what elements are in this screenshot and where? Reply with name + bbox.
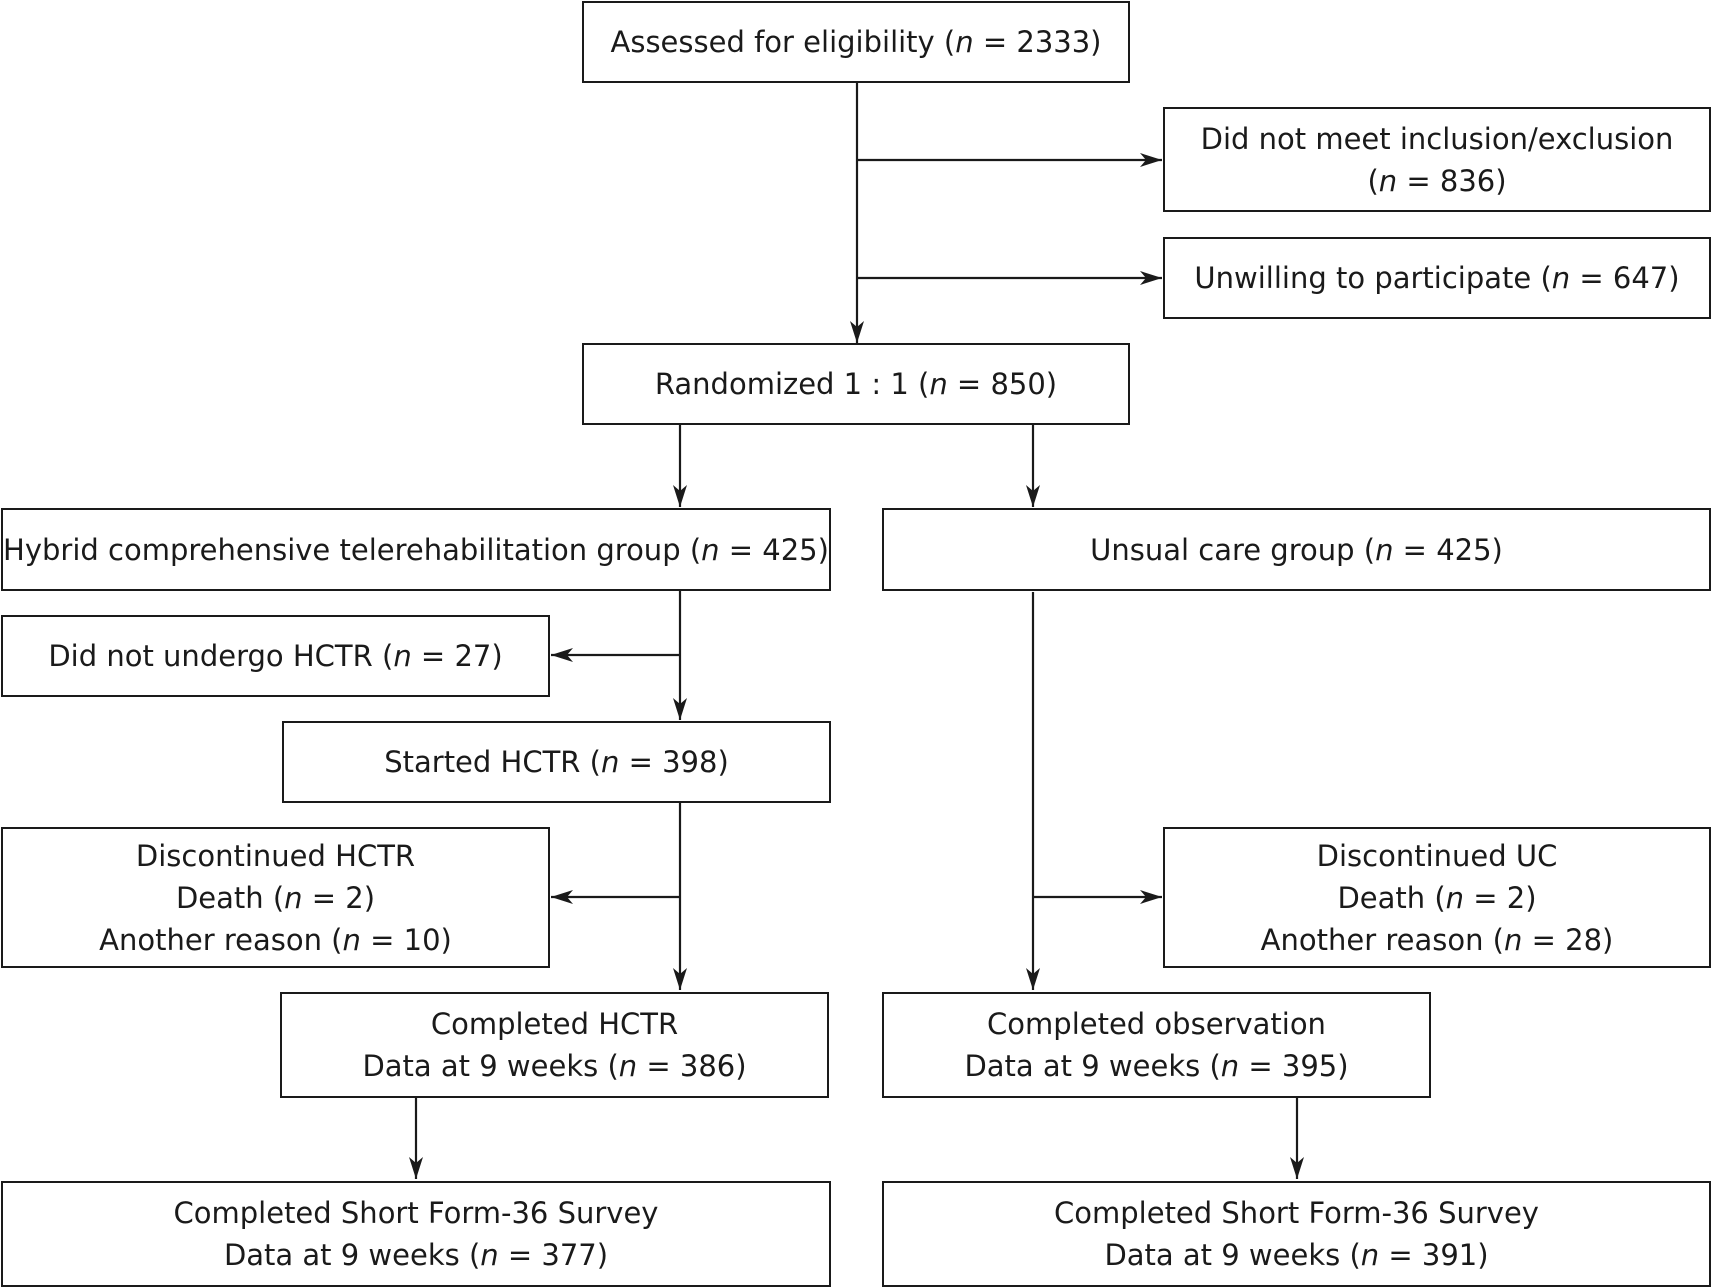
started-hctr-box: Started HCTR (n = 398)	[282, 721, 831, 803]
box-text-line: Completed HCTR	[430, 1007, 679, 1041]
box-text-line: Unwilling to participate (n = 647)	[1194, 261, 1680, 295]
box-text-line: Discontinued HCTR	[135, 838, 416, 873]
box-text-line: Death (n = 2)	[175, 880, 376, 915]
box-text-line: Discontinued UC	[1316, 838, 1558, 873]
box-text-line: Started HCTR (n = 398)	[384, 745, 729, 779]
box-text-line: Data at 9 weeks (n = 377)	[223, 1238, 609, 1272]
box-text-line: Another reason (n = 10)	[99, 922, 452, 957]
box-text-line: Data at 9 weeks (n = 386)	[362, 1049, 747, 1083]
box-text-line: Did not meet inclusion/exclusion	[1200, 121, 1674, 156]
did-not-undergo-box: Did not undergo HCTR (n = 27)	[1, 615, 550, 697]
assessed-box: Assessed for eligibility (n = 2333)	[582, 1, 1130, 83]
randomized-box: Randomized 1 : 1 (n = 850)	[582, 343, 1130, 425]
box-text-line: Completed observation	[987, 1007, 1326, 1041]
box-text-line: Death (n = 2)	[1337, 880, 1537, 915]
box-text-line: Completed Short Form-36 Survey	[1054, 1196, 1539, 1230]
box-text-line: Did not undergo HCTR (n = 27)	[48, 639, 503, 673]
discontinued-uc-box: Discontinued UC Death (n = 2) Another reas…	[1163, 827, 1711, 968]
box-text-line: Unsual care group (n = 425)	[1090, 532, 1503, 567]
unsual-care-group-box: Unsual care group (n = 425)	[882, 508, 1711, 591]
completed-hctr-box: Completed HCTR Data at 9 weeks (n = 386)	[280, 992, 829, 1098]
unwilling-box: Unwilling to participate (n = 647)	[1163, 237, 1711, 319]
hybrid-group-box: Hybrid comprehensive telerehabilitation …	[1, 508, 831, 591]
box-text-line: Completed Short Form-36 Survey	[173, 1196, 659, 1230]
discontinued-hctr-box: Discontinued HCTR Death (n = 2) Another re…	[1, 827, 550, 968]
box-text-line: Hybrid comprehensive telerehabilitation …	[3, 532, 829, 567]
box-text-line: Another reason (n = 28)	[1260, 922, 1614, 957]
box-text-line: Randomized 1 : 1 (n = 850)	[654, 367, 1058, 401]
box-text-line: (n = 836)	[1367, 163, 1507, 198]
box-text-line: Assessed for eligibility (n = 2333)	[610, 25, 1102, 59]
box-text-line: Data at 9 weeks (n = 395)	[964, 1049, 1349, 1083]
box-text-line: Data at 9 weeks (n = 391)	[1104, 1238, 1489, 1272]
not-meet-criteria-box: Did not meet inclusion/exclusion (n = 836…	[1163, 107, 1711, 212]
